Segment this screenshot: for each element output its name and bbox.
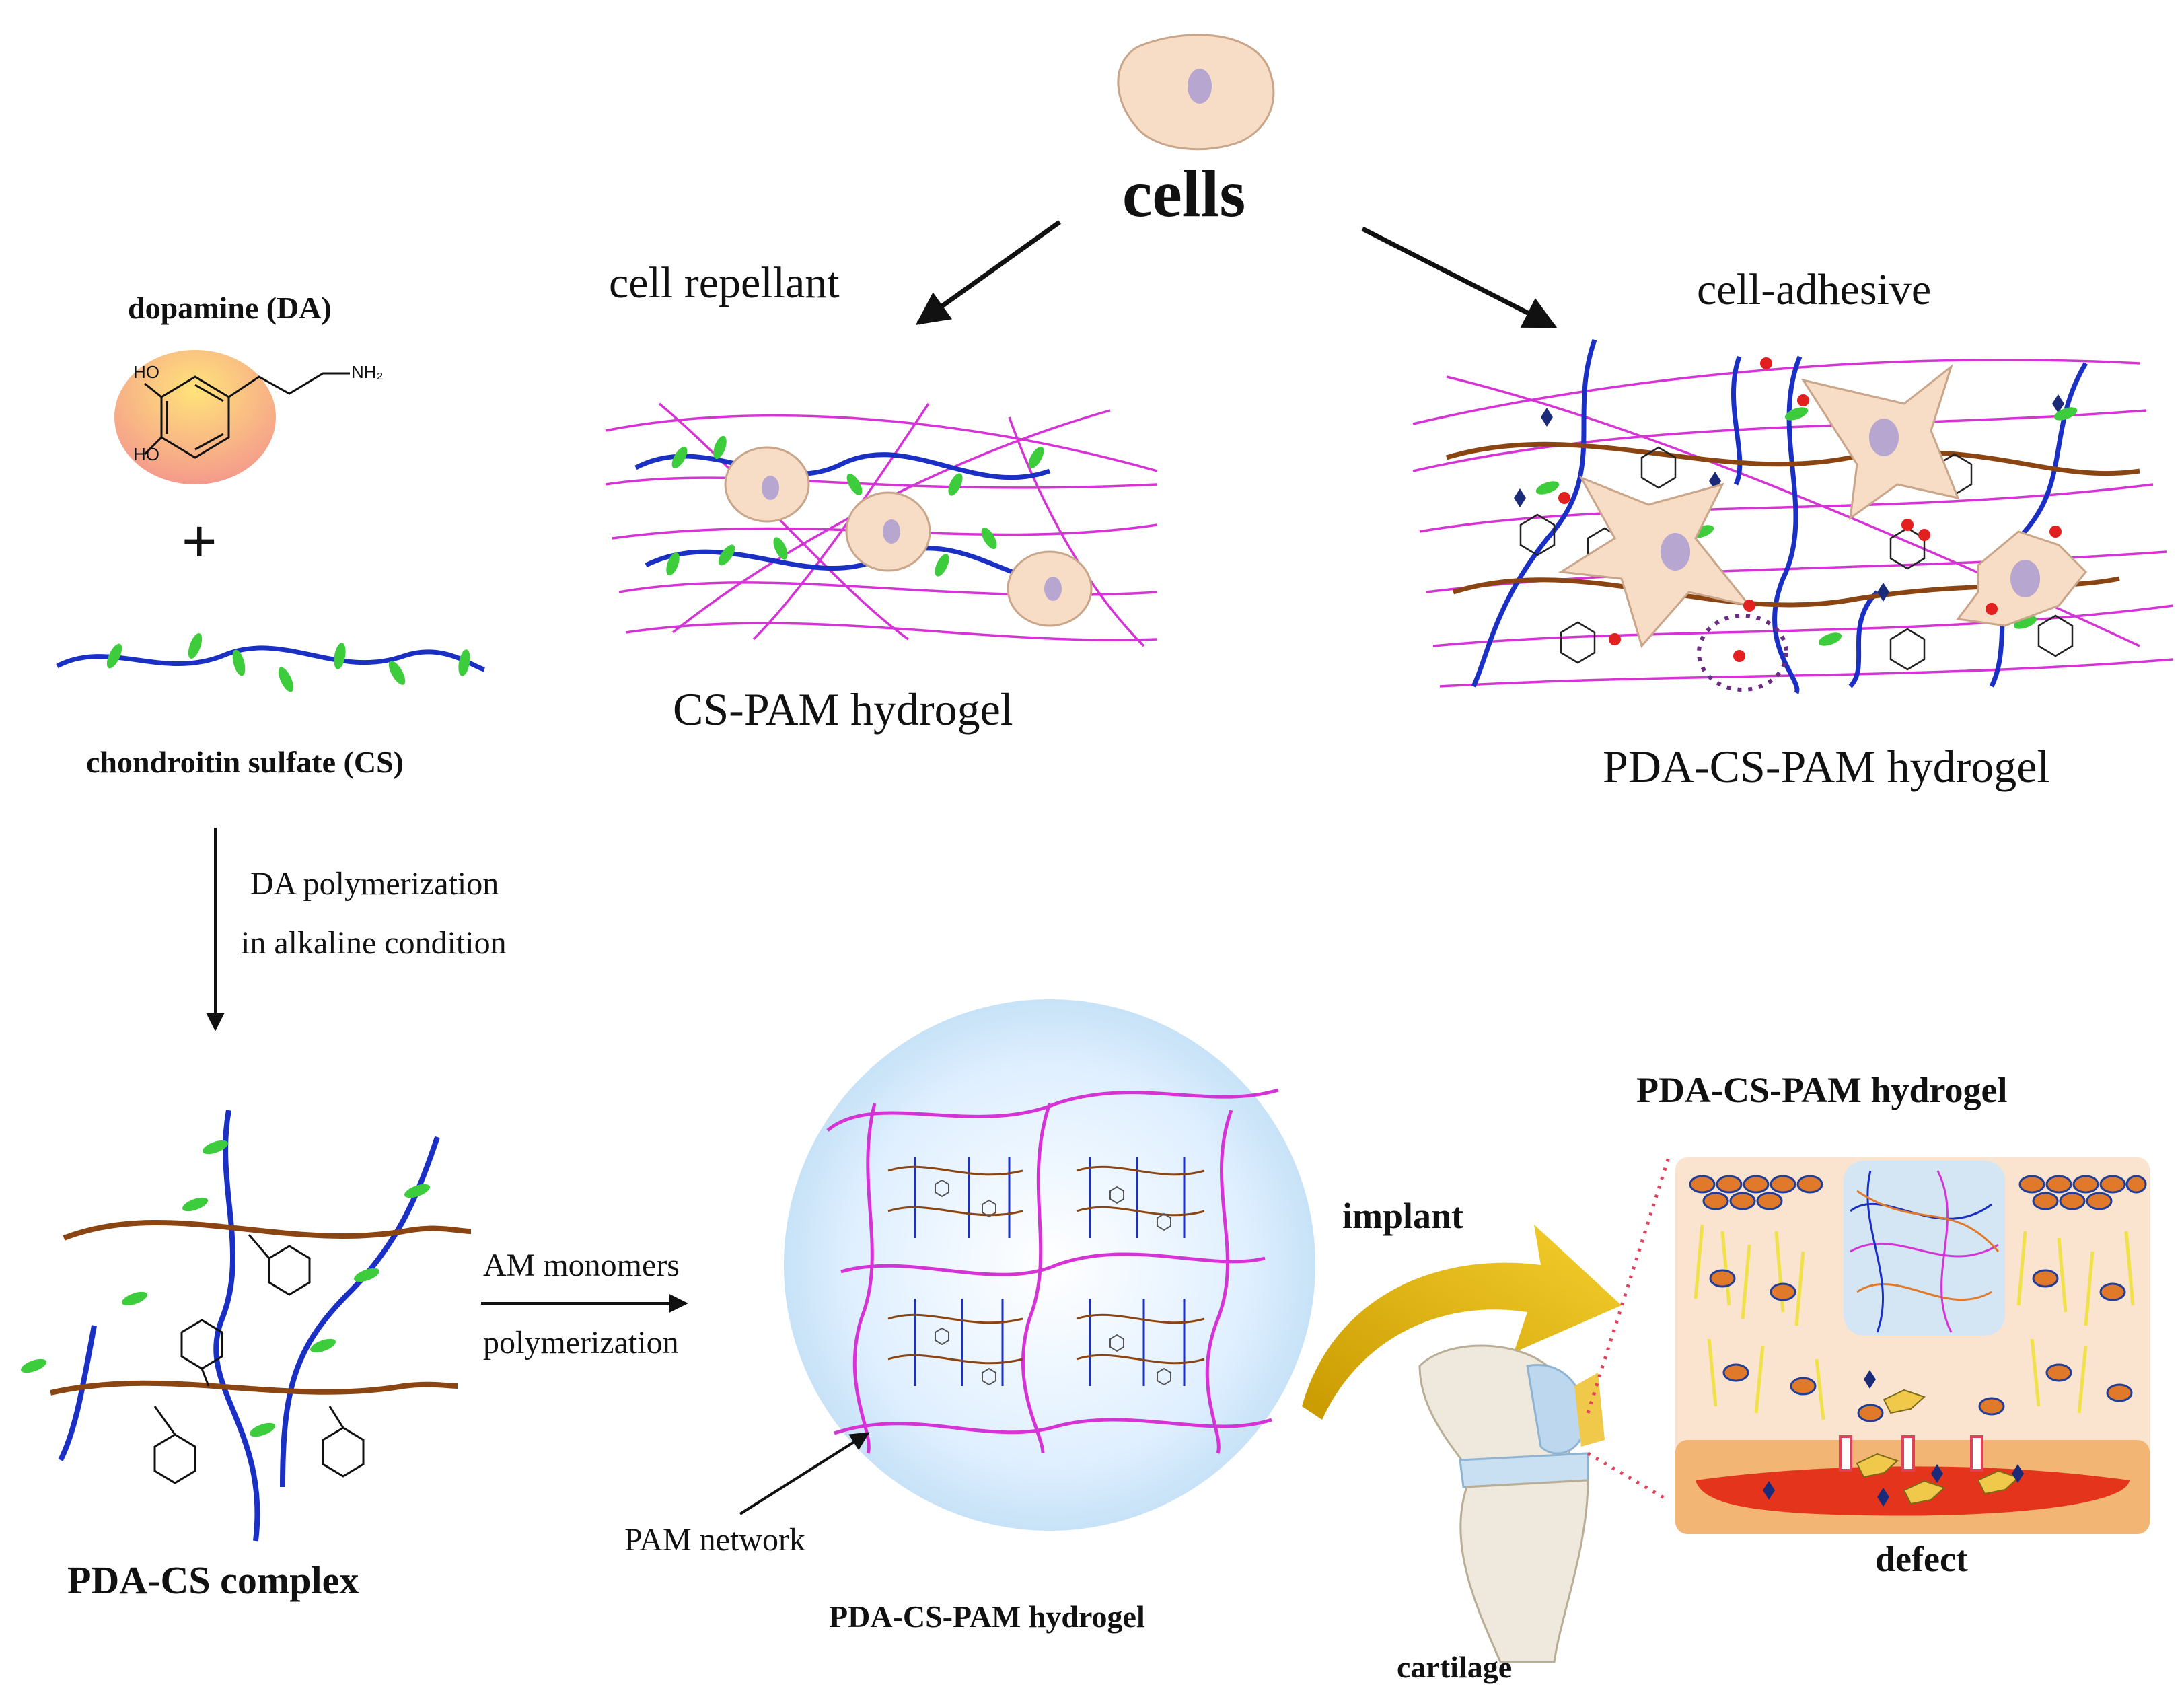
plus-sign: + [182, 508, 217, 575]
cell-repellant-label: cell repellant [609, 258, 840, 307]
da-polymerization-label: DA polymerization [250, 866, 499, 902]
zoom-line-top [1586, 1157, 1671, 1414]
pam-network-label: PAM network [624, 1522, 805, 1558]
cell-adhesive-label: cell-adhesive [1697, 265, 1932, 314]
chondroitin-sulfate-chain [56, 633, 486, 692]
implant-label: implant [1342, 1196, 1464, 1236]
ho-bottom-label: HO [133, 444, 159, 464]
am-monomers-label: AM monomers [483, 1247, 680, 1283]
ho-top-label: HO [133, 362, 159, 382]
knee-joint-illustration [1418, 1344, 1605, 1663]
polymerization-label: polymerization [483, 1325, 679, 1361]
cell-nucleus [1188, 69, 1212, 104]
nh2-label: NH₂ [351, 362, 384, 382]
cs-pam-hydrogel-label: CS-PAM hydrogel [673, 684, 1013, 735]
arrow-to-repellant [916, 220, 1062, 325]
pda-cs-complex-label: PDA-CS complex [67, 1558, 359, 1602]
pam-network-pointer [739, 1432, 870, 1515]
cs-pam-hydrogel-network [605, 402, 1158, 647]
cartilage-label: cartilage [1397, 1650, 1513, 1684]
pda-cs-pam-hydrogel-label-bottom: PDA-CS-PAM hydrogel [829, 1599, 1145, 1634]
defect-label: defect [1875, 1539, 1968, 1579]
alkaline-condition-label: in alkaline condition [241, 925, 507, 961]
defect-inset [1675, 1157, 2150, 1534]
dopamine-label: dopamine (DA) [128, 291, 332, 325]
chondroitin-sulfate-label: chondroitin sulfate (CS) [86, 745, 404, 779]
inset-title-label: PDA-CS-PAM hydrogel [1636, 1070, 2008, 1110]
pda-cs-pam-hydrogel-network [1412, 338, 2174, 694]
cell-illustration [1117, 34, 1275, 151]
adhesion-highlight-circle [1697, 614, 1788, 692]
implant-arrow [1302, 1225, 1622, 1420]
arrow-to-adhesive [1361, 226, 1558, 329]
dopamine-structure [114, 350, 350, 484]
cells-label: cells [1122, 156, 1246, 231]
zoom-line-bottom [1587, 1451, 1670, 1502]
pda-cs-pam-hydrogel-label-top: PDA-CS-PAM hydrogel [1603, 741, 2050, 792]
pda-cs-complex [21, 1110, 472, 1542]
pda-cs-pam-sphere [784, 999, 1315, 1531]
